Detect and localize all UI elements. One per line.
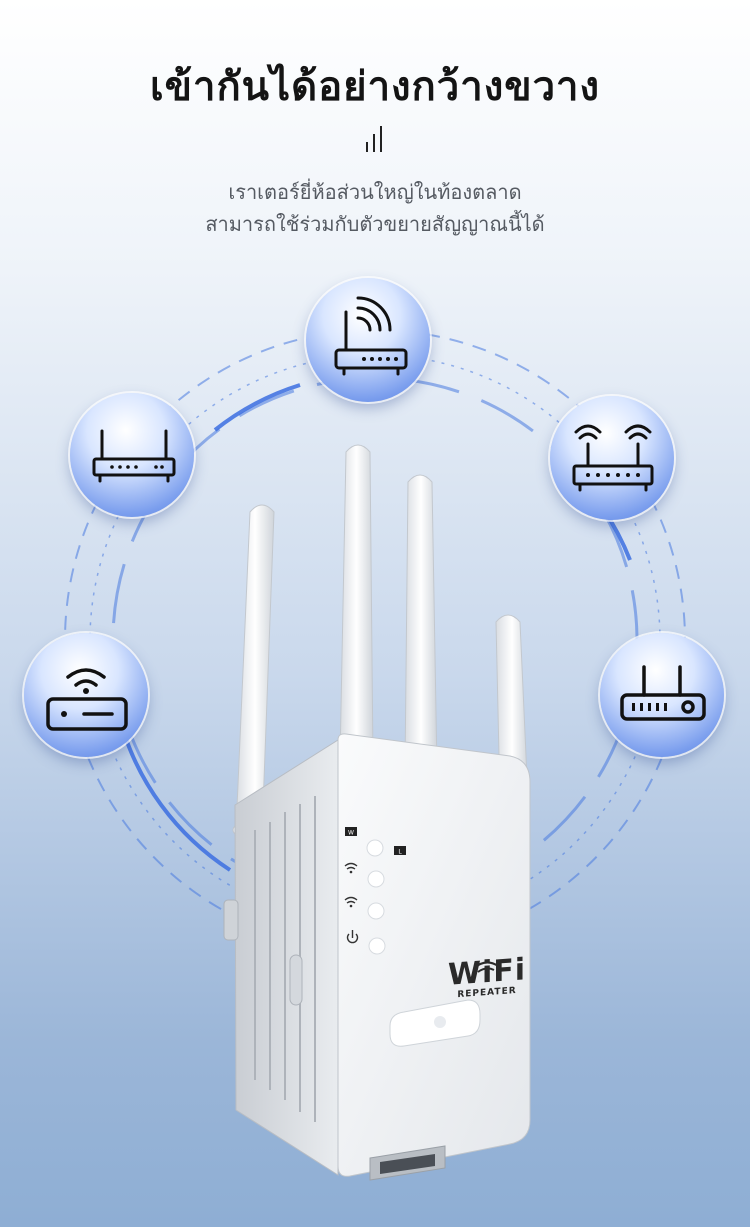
led-label-w: W	[348, 830, 354, 837]
dual-wifi-router-icon	[572, 424, 654, 492]
subtitle-line-1: เราเตอร์ยี่ห้อส่วนใหญ่ในท้องตลาด	[228, 180, 522, 204]
router-icon	[92, 429, 176, 483]
brand-logo: WiFi REPEATER	[447, 952, 527, 1001]
badge-wifi-modem	[24, 633, 148, 757]
wifi-router-icon	[334, 296, 408, 376]
wifi-repeater-device	[223, 733, 531, 1181]
status-leds: W L	[344, 827, 406, 955]
badge-dual-wifi-router	[550, 396, 674, 520]
badge-wifi-router	[306, 278, 430, 402]
wifi-modem-icon	[46, 668, 128, 731]
subtitle-line-2: สามารถใช้ร่วมกับตัวขยายสัญญาณนี้ได้	[205, 212, 545, 236]
badge-router	[70, 393, 194, 517]
badge-router-power	[600, 633, 724, 757]
router-power-icon	[620, 665, 706, 721]
wifi-logo-icon	[473, 961, 499, 973]
bars-icon	[366, 126, 382, 152]
led-label-l: L	[398, 849, 402, 856]
page-title: เข้ากันได้อย่างกว้างขวาง	[149, 64, 601, 110]
